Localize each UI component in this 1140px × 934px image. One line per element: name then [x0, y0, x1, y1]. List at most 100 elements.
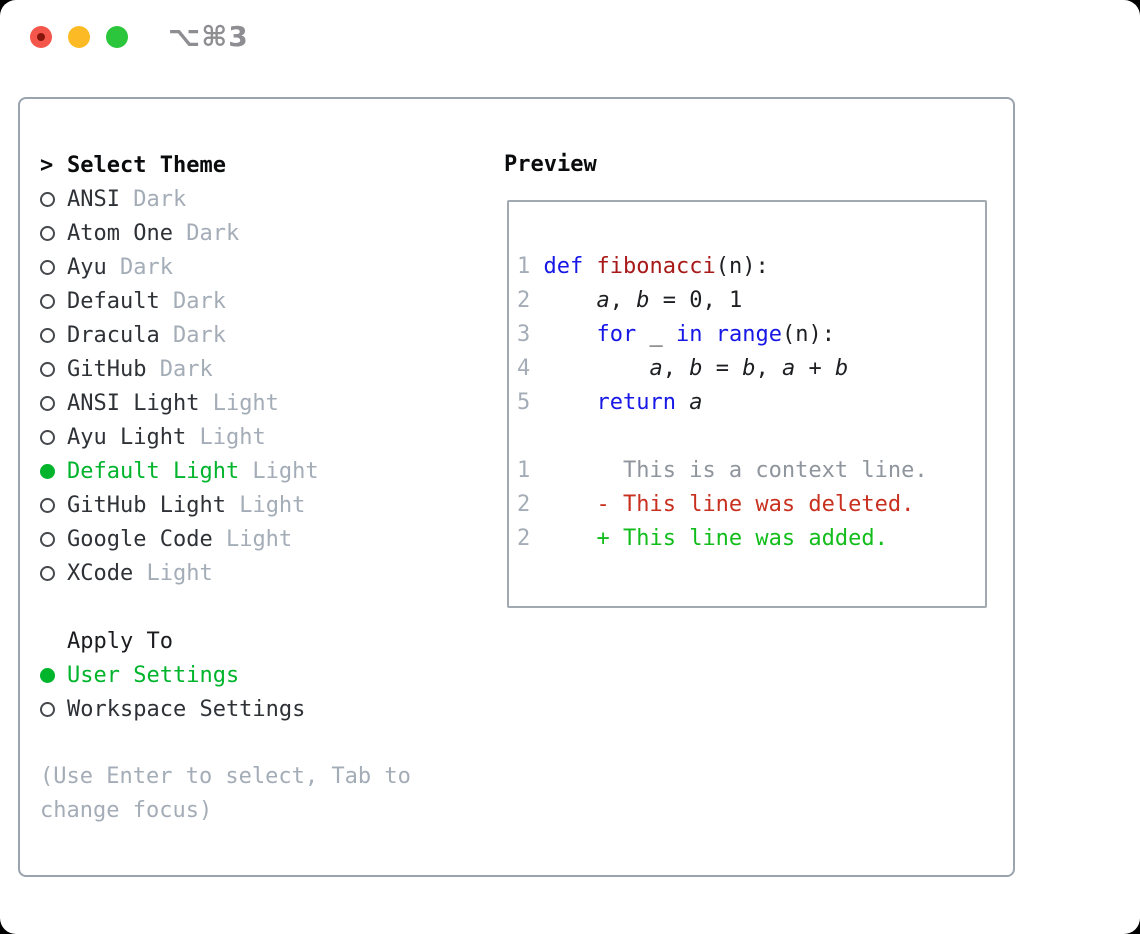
theme-variant: Dark — [159, 288, 226, 314]
apply-to-option-marker — [40, 667, 67, 683]
theme-option[interactable]: ANSI Light Light — [40, 386, 319, 420]
theme-variant: Dark — [106, 254, 173, 280]
select-theme-title: Select Theme — [67, 152, 226, 178]
theme-option-marker — [40, 497, 67, 513]
theme-variant: Light — [225, 492, 306, 518]
theme-option[interactable]: GitHub Light Light — [40, 488, 319, 522]
preview-code-line — [517, 420, 928, 454]
apply-to-option-marker — [40, 701, 67, 717]
preview-code-line: 2 + This line was added. — [517, 526, 888, 551]
theme-option-marker — [40, 429, 67, 445]
theme-variant: Dark — [159, 322, 226, 348]
theme-variant: Dark — [119, 186, 187, 212]
titlebar: ⌥⌘3 — [0, 0, 1140, 74]
line-number — [517, 424, 544, 449]
theme-variant: Dark — [172, 220, 240, 246]
theme-name: ANSI — [67, 186, 120, 212]
theme-option-marker — [40, 565, 67, 581]
line-number: 2 — [517, 492, 544, 517]
theme-variant: Light — [199, 390, 279, 416]
theme-name: GitHub Light — [67, 492, 226, 518]
theme-name: Atom One — [67, 220, 173, 246]
line-number: 5 — [517, 390, 544, 415]
preview-code-line: 2 a, b = 0, 1 — [517, 288, 743, 313]
theme-option-marker — [40, 225, 67, 241]
preview-code-line: 4 a, b = b, a + b — [517, 356, 849, 381]
maximize-button[interactable] — [106, 26, 128, 48]
apply-to-option[interactable]: User Settings — [40, 658, 305, 692]
theme-option[interactable]: XCode Light — [40, 556, 319, 590]
radio-unselected-icon — [40, 429, 55, 445]
theme-option-marker — [40, 361, 67, 377]
radio-unselected-icon — [40, 191, 55, 207]
theme-name: GitHub — [67, 356, 147, 382]
close-button[interactable] — [30, 26, 52, 48]
radio-unselected-icon — [40, 293, 55, 309]
theme-variant: Light — [212, 526, 293, 552]
radio-unselected-icon — [40, 531, 55, 547]
preview-code-line: 3 for _ in range(n): — [517, 322, 835, 347]
preview-box: 1 def fibonacci(n): 2 a, b = 0, 1 3 for _ … — [507, 200, 987, 608]
theme-option-marker — [40, 531, 67, 547]
apply-to-option-label: User Settings — [67, 662, 240, 688]
theme-option-marker — [40, 395, 67, 411]
line-number: 1 — [517, 458, 544, 483]
apply-to-header: Apply To — [40, 624, 305, 658]
theme-option-marker — [40, 259, 67, 275]
theme-option[interactable]: Dracula Dark — [40, 318, 319, 352]
theme-option[interactable]: Default Dark — [40, 284, 319, 318]
theme-name: Google Code — [67, 526, 213, 552]
theme-option-marker — [40, 191, 67, 207]
preview-code: 1 def fibonacci(n): 2 a, b = 0, 1 3 for _ … — [517, 250, 928, 556]
theme-option[interactable]: Google Code Light — [40, 522, 319, 556]
preview-code-line: 5 return a — [517, 390, 703, 415]
theme-option[interactable]: Default Light Light — [40, 454, 319, 488]
line-number: 3 — [517, 322, 544, 347]
theme-name: XCode — [67, 560, 134, 586]
line-number: 2 — [517, 526, 544, 551]
radio-unselected-icon — [40, 395, 55, 411]
select-theme-header: > Select Theme — [40, 148, 319, 182]
radio-selected-icon — [40, 463, 55, 479]
preview-code-line: 1 def fibonacci(n): — [517, 254, 769, 279]
apply-to-title: Apply To — [67, 628, 173, 654]
theme-name: Default — [67, 288, 160, 314]
line-number: 1 — [517, 254, 544, 279]
theme-variant: Light — [133, 560, 213, 586]
apply-to-option-label: Workspace Settings — [67, 696, 306, 722]
help-text: (Use Enter to select, Tab to change focu… — [40, 764, 411, 823]
theme-variant: Light — [186, 424, 266, 450]
theme-option-marker — [40, 293, 67, 309]
theme-name: Ayu — [67, 254, 107, 280]
radio-selected-icon — [40, 667, 55, 683]
theme-option-marker — [40, 327, 67, 343]
radio-unselected-icon — [40, 497, 55, 513]
window-title: ⌥⌘3 — [168, 20, 249, 53]
apply-to-option[interactable]: Workspace Settings — [40, 692, 305, 726]
radio-unselected-icon — [40, 701, 55, 717]
theme-option[interactable]: Ayu Dark — [40, 250, 319, 284]
line-number: 4 — [517, 356, 544, 381]
theme-name: Default Light — [67, 458, 240, 484]
theme-option[interactable]: ANSI Dark — [40, 182, 319, 216]
theme-option-marker — [40, 463, 67, 479]
preview-code-line: 2 - This line was deleted. — [517, 492, 915, 517]
preview-title: Preview — [504, 152, 597, 177]
line-number: 2 — [517, 288, 544, 313]
theme-name: ANSI Light — [67, 390, 200, 416]
theme-option[interactable]: GitHub Dark — [40, 352, 319, 386]
theme-option[interactable]: Atom One Dark — [40, 216, 319, 250]
radio-unselected-icon — [40, 259, 55, 275]
theme-name: Dracula — [67, 322, 160, 348]
radio-unselected-icon — [40, 225, 55, 241]
theme-variant: Light — [239, 458, 319, 484]
theme-option[interactable]: Ayu Light Light — [40, 420, 319, 454]
radio-unselected-icon — [40, 361, 55, 377]
minimize-button[interactable] — [68, 26, 90, 48]
radio-unselected-icon — [40, 565, 55, 581]
theme-name: Ayu Light — [67, 424, 187, 450]
